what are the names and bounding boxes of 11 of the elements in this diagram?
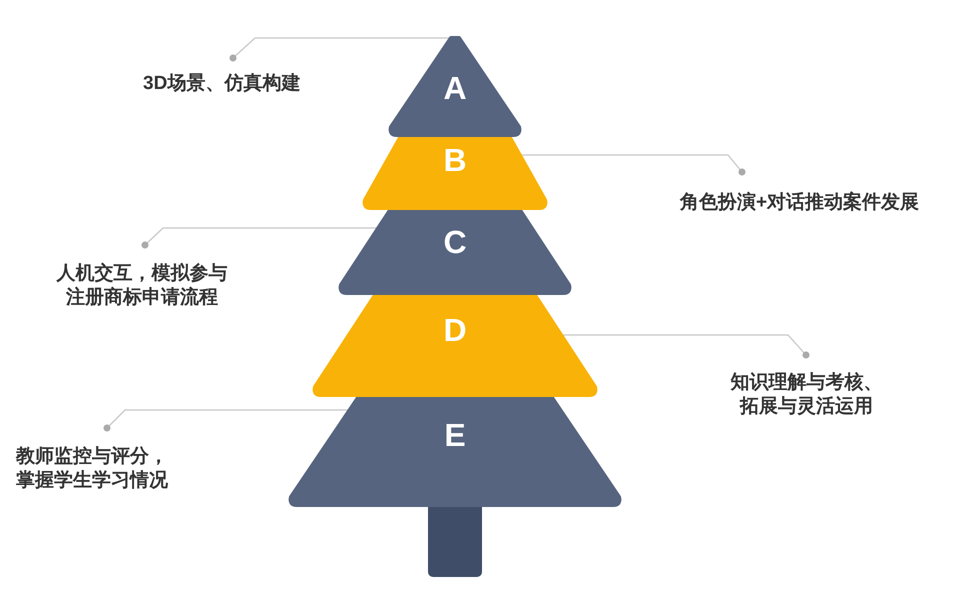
leader-line: [230, 37, 451, 62]
tier-letter: D: [443, 312, 467, 348]
callout-text: 角色扮演+对话推动案件发展: [680, 191, 920, 215]
tier-letter: A: [443, 70, 467, 106]
tier-letter: E: [444, 417, 466, 453]
callout-text: 知识理解与考核、拓展与灵活运用: [728, 371, 885, 419]
callout-text: 3D场景、仿真构建: [143, 72, 300, 96]
callout-text: 人机交互，模拟参与注册商标申请流程: [54, 262, 230, 310]
callout-text: 教师监控与评分，掌握学生学习情况: [16, 445, 173, 493]
tier-letter: B: [443, 142, 467, 178]
tier-letter: C: [443, 224, 467, 260]
